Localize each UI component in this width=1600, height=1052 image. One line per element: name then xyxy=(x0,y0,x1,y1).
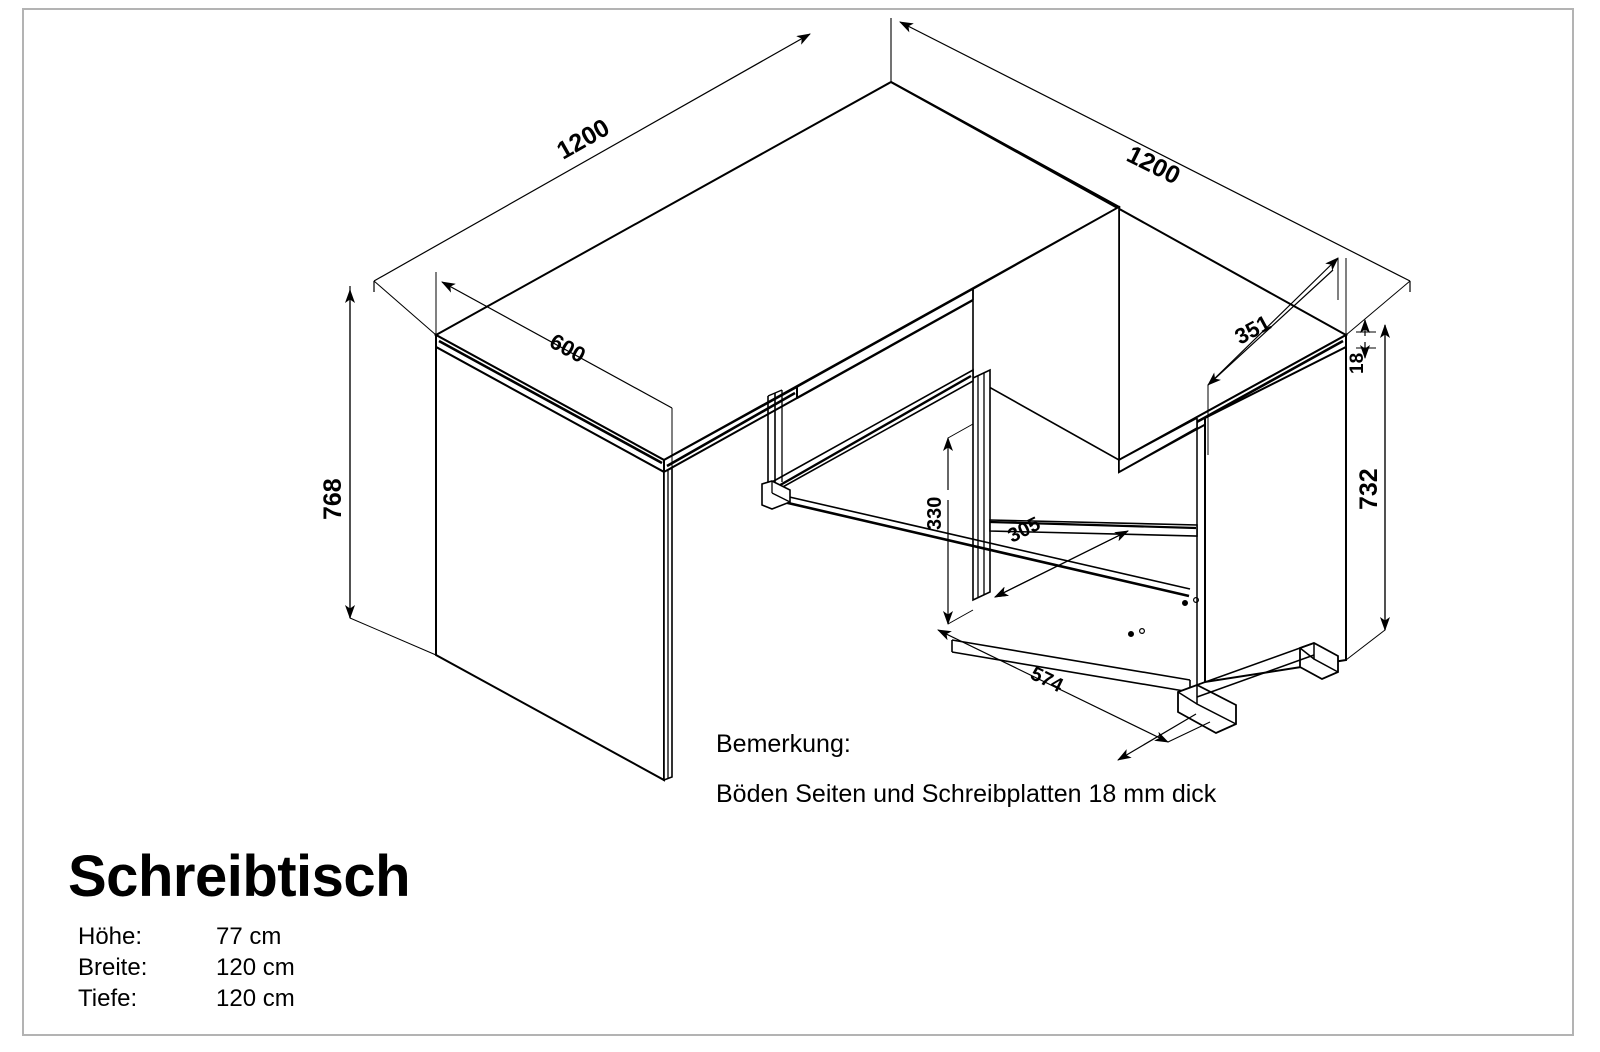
spec-value-tiefe: 120 cm xyxy=(216,985,295,1012)
cabinet-middle-shelf xyxy=(771,368,1198,537)
dim-18 xyxy=(1356,319,1376,359)
left-leg-panel xyxy=(435,345,673,782)
table-row: Höhe: 77 cm xyxy=(78,923,295,954)
dim-1200-left xyxy=(373,18,892,336)
product-spec-table: Höhe: 77 cm Breite: 120 cm Tiefe: 120 cm xyxy=(78,923,295,1016)
table-row: Tiefe: 120 cm xyxy=(78,985,295,1016)
dim-label-1200-left: 1200 xyxy=(552,113,614,165)
spec-value-hoehe: 77 cm xyxy=(216,923,282,950)
table-row: Breite: 120 cm xyxy=(78,954,295,985)
furniture-body xyxy=(433,80,1349,782)
cabinet-right-front-foot xyxy=(1177,684,1237,735)
cabinet-base-strip xyxy=(1196,642,1315,698)
dim-label-574: 574 xyxy=(1027,663,1067,698)
dim-label-768: 768 xyxy=(319,478,347,520)
dim-305 xyxy=(994,530,1129,598)
cabinet-center-divider xyxy=(972,368,991,602)
dimension-annotations xyxy=(345,18,1411,761)
page-title: Schreibtisch xyxy=(68,844,411,909)
dim-768 xyxy=(345,286,437,656)
dim-label-1200-right: 1200 xyxy=(1122,140,1184,190)
cabinet-left-foot xyxy=(761,480,791,510)
dim-351 xyxy=(1207,257,1347,455)
dim-330 xyxy=(943,423,974,625)
dim-label-732: 732 xyxy=(1355,468,1383,510)
spec-value-breite: 120 cm xyxy=(216,954,295,981)
remark-text: Böden Seiten und Schreibplatten 18 mm di… xyxy=(716,780,1217,808)
dim-574 xyxy=(937,629,1211,743)
dim-label-305: 305 xyxy=(1004,513,1044,548)
cabinet-top-panel xyxy=(796,205,1120,462)
dim-label-18: 18 xyxy=(1347,353,1368,374)
foot-leader-arrow xyxy=(1117,713,1197,761)
dowel-holes xyxy=(1127,596,1199,637)
cabinet-left-support xyxy=(767,389,783,489)
spec-label-tiefe: Tiefe: xyxy=(78,985,138,1012)
dim-label-330: 330 xyxy=(924,497,946,530)
spec-label-breite: Breite: xyxy=(78,954,148,981)
spec-label-hoehe: Höhe: xyxy=(78,923,143,950)
dim-1200-right xyxy=(899,21,1411,336)
remark-heading: Bemerkung: xyxy=(716,730,851,758)
dim-732 xyxy=(1345,324,1390,661)
cabinet-bottom-panel xyxy=(951,639,1191,693)
cabinet-inner-side-panel xyxy=(1118,417,1198,474)
dim-600 xyxy=(435,272,673,470)
left-desktop-panel xyxy=(433,80,1122,474)
cabinet-right-rear-foot xyxy=(1299,642,1339,681)
